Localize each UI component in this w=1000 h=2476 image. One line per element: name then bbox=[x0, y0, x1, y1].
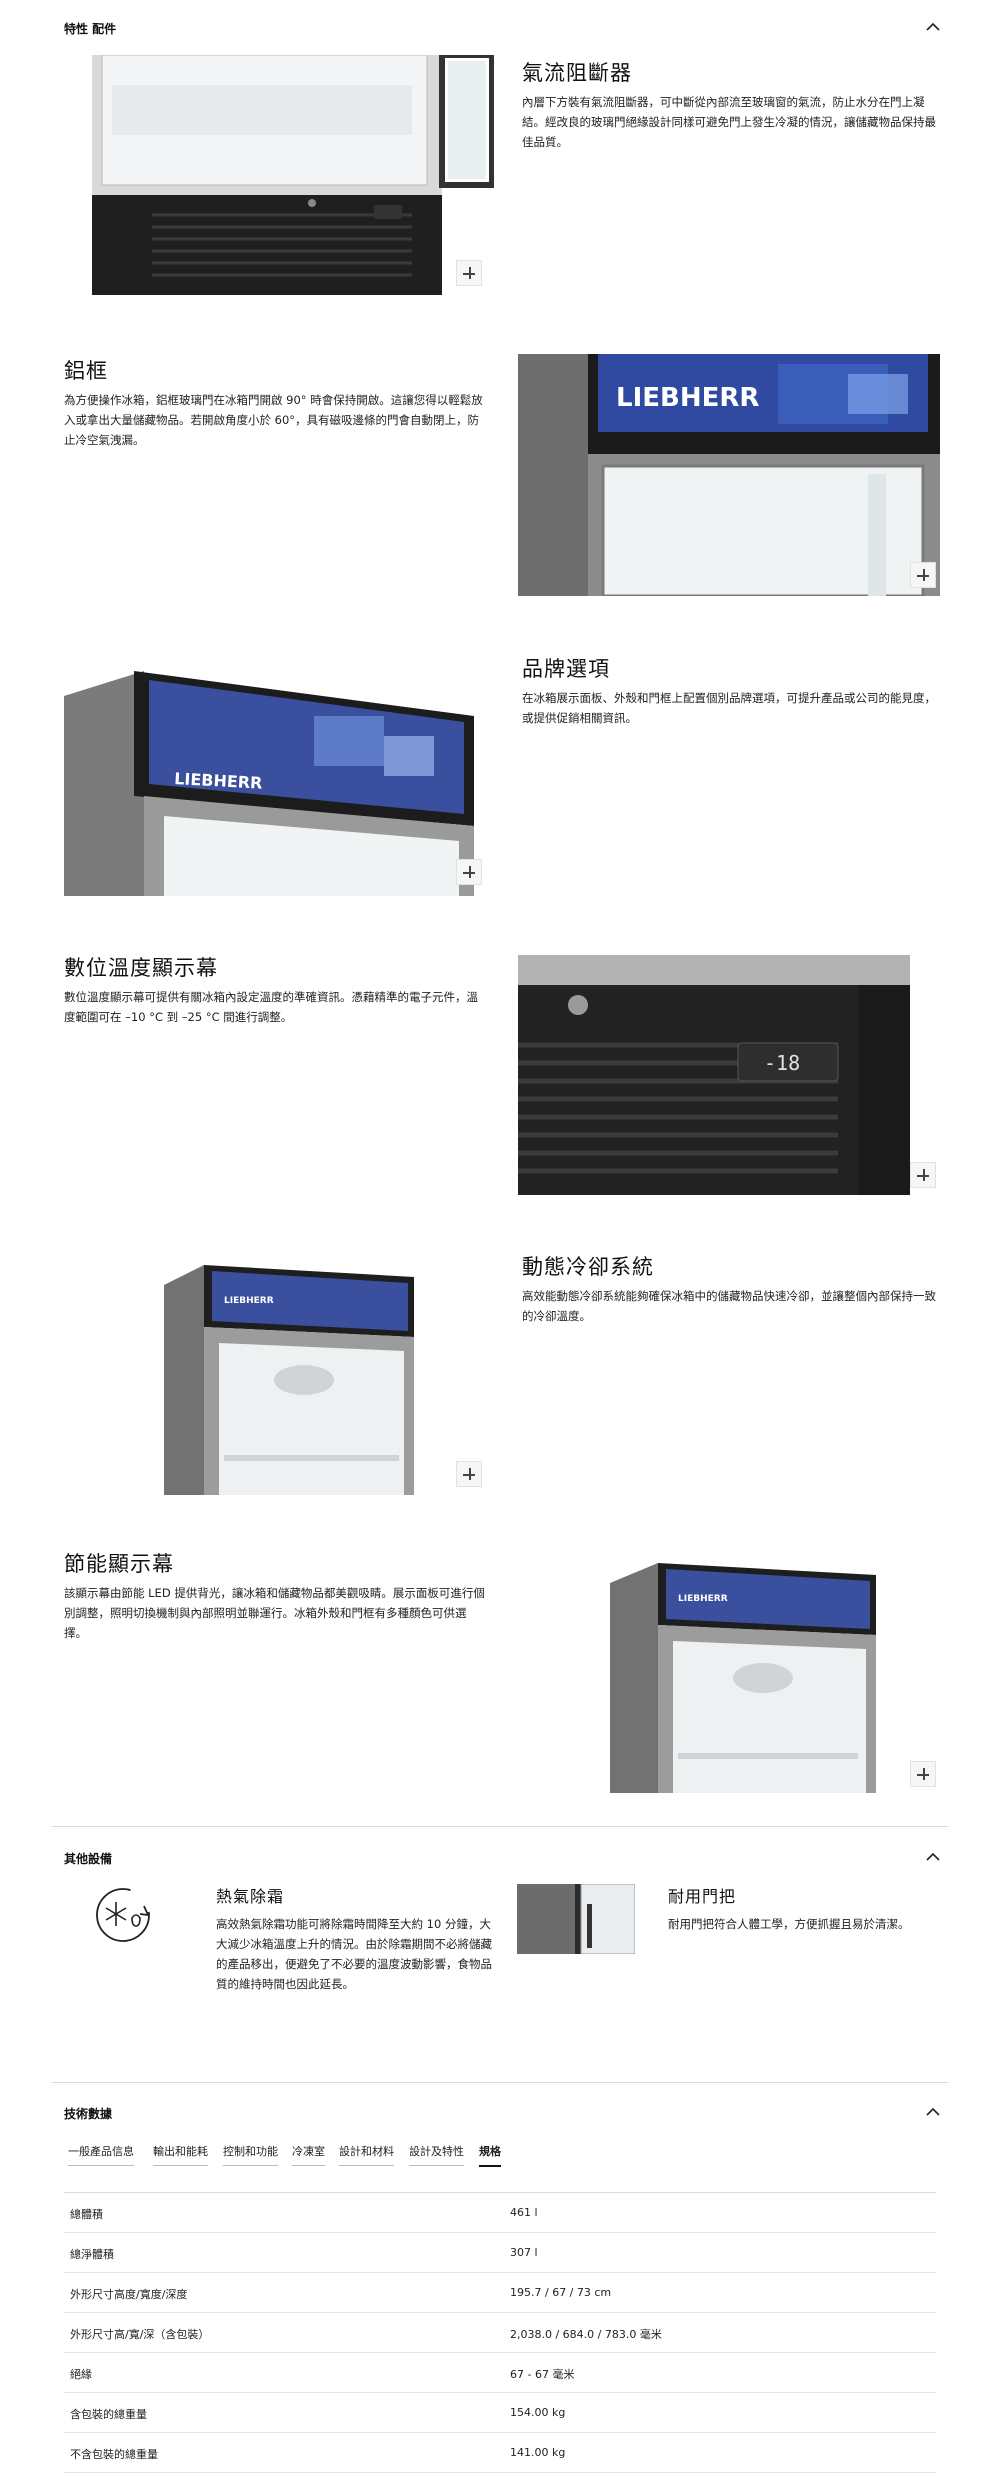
chevron-up-icon[interactable] bbox=[922, 2101, 944, 2123]
feature-title: 節能顯示幕 bbox=[64, 1552, 174, 1576]
expand-plus-icon[interactable] bbox=[910, 562, 936, 588]
equipment-description: 耐用門把符合人體工學，方便抓握且易於清潔。 bbox=[668, 1917, 910, 1931]
feature-description: 在冰箱展示面板、外殼和門框上配置個別品牌選項，可提升產品或公司的能見度，或提供促… bbox=[522, 691, 936, 725]
feature-image-cooling: LIEBHERR bbox=[64, 1255, 496, 1495]
brand-logo: LIEBHERR bbox=[678, 1594, 728, 1604]
tab-controls-functions[interactable]: 控制和功能 bbox=[223, 2143, 278, 2166]
spec-value: 307 l bbox=[510, 2246, 538, 2259]
feature-title: 氣流阻斷器 bbox=[522, 61, 632, 85]
tab-specifications[interactable]: 規格 bbox=[479, 2143, 501, 2167]
spec-label: 外形尺寸高度/寬度/深度 bbox=[70, 2288, 188, 2301]
equipment-title: 熱氣除霜 bbox=[216, 1887, 285, 1906]
tech-section-header[interactable]: 技術數據 bbox=[64, 2097, 940, 2127]
feature-description: 數位溫度顯示幕可提供有關冰箱內設定溫度的準確資訊。憑藉精準的電子元件，溫度範圍可… bbox=[64, 990, 478, 1024]
spec-value: 67 - 67 毫米 bbox=[510, 2368, 575, 2381]
table-top-divider bbox=[64, 2192, 936, 2193]
spec-label: 絕緣 bbox=[70, 2368, 92, 2381]
chevron-up-icon[interactable] bbox=[922, 16, 944, 38]
table-row: 絕緣 67 - 67 毫米 bbox=[64, 2353, 936, 2393]
temperature-readout: -18 bbox=[764, 1051, 800, 1075]
features-section-title: 特性 配件 bbox=[64, 22, 117, 36]
feature-description: 為方便操作冰箱，鋁框玻璃門在冰箱門開啟 90° 時會保持開啟。這讓您得以輕鬆放入… bbox=[64, 393, 483, 447]
table-row: 外形尺寸高/寬/深（含包裝） 2,038.0 / 684.0 / 783.0 毫… bbox=[64, 2313, 936, 2353]
table-row: 外形尺寸高度/寬度/深度 195.7 / 67 / 73 cm bbox=[64, 2273, 936, 2313]
brand-logo: LIEBHERR bbox=[616, 383, 759, 413]
tab-freezer[interactable]: 冷凍室 bbox=[292, 2143, 325, 2166]
section-divider bbox=[52, 2082, 948, 2083]
features-section-header[interactable]: 特性 配件 bbox=[64, 12, 940, 42]
spec-label: 總淨體積 bbox=[70, 2248, 114, 2261]
expand-plus-icon[interactable] bbox=[456, 859, 482, 885]
brand-logo: LIEBHERR bbox=[174, 769, 263, 793]
defrost-icon bbox=[96, 1888, 150, 1942]
table-row: 總體積 461 l bbox=[64, 2193, 936, 2233]
tab-design-features[interactable]: 設計及特性 bbox=[409, 2143, 464, 2166]
section-divider bbox=[52, 1826, 948, 1827]
feature-image-temp-display: -18 bbox=[518, 955, 940, 1195]
spec-label: 含包裝的總重量 bbox=[70, 2408, 147, 2421]
spec-label: 外形尺寸高/寬/深（含包裝） bbox=[70, 2328, 210, 2341]
feature-description: 內層下方裝有氣流阻斷器，可中斷從內部流至玻璃窗的氣流，防止水分在門上凝結。經改良… bbox=[522, 95, 936, 149]
expand-plus-icon[interactable] bbox=[910, 1162, 936, 1188]
spec-value: 195.7 / 67 / 73 cm bbox=[510, 2286, 612, 2299]
spec-label: 不含包裝的總重量 bbox=[70, 2448, 158, 2461]
expand-plus-icon[interactable] bbox=[456, 1461, 482, 1487]
tab-output-energy[interactable]: 輸出和能耗 bbox=[153, 2143, 208, 2166]
tab-general-info[interactable]: 一般產品信息 bbox=[68, 2143, 134, 2166]
feature-image-branding: LIEBHERR bbox=[64, 656, 496, 896]
spec-value: 461 l bbox=[510, 2206, 538, 2219]
tech-section-title: 技術數據 bbox=[64, 2107, 113, 2121]
feature-title: 數位溫度顯示幕 bbox=[64, 956, 218, 980]
equipment-image-handle bbox=[517, 1884, 635, 1954]
brand-logo: LIEBHERR bbox=[224, 1296, 274, 1306]
feature-image-energy-display: LIEBHERR bbox=[518, 1553, 940, 1793]
expand-plus-icon[interactable] bbox=[456, 260, 482, 286]
feature-title: 動態冷卻系統 bbox=[522, 1255, 654, 1279]
equipment-title: 耐用門把 bbox=[668, 1887, 737, 1906]
table-row: 不含包裝的總重量 141.00 kg bbox=[64, 2433, 936, 2473]
spec-label: 總體積 bbox=[70, 2208, 103, 2221]
feature-image-frame: LIEBHERR bbox=[518, 354, 940, 596]
tab-design-materials[interactable]: 設計和材料 bbox=[339, 2143, 394, 2166]
chevron-up-icon[interactable] bbox=[922, 1846, 944, 1868]
feature-title: 品牌選項 bbox=[522, 657, 610, 681]
feature-description: 該顯示幕由節能 LED 提供背光，讓冰箱和儲藏物品都美觀吸睛。展示面板可進行個別… bbox=[64, 1586, 485, 1640]
expand-plus-icon[interactable] bbox=[910, 1761, 936, 1787]
equipment-section-title: 其他設備 bbox=[64, 1852, 113, 1866]
table-row: 含包裝的總重量 154.00 kg bbox=[64, 2393, 936, 2433]
equipment-section-header[interactable]: 其他設備 bbox=[64, 1842, 940, 1872]
feature-description: 高效能動態冷卻系統能夠確保冰箱中的儲藏物品快速冷卻，並讓整個內部保持一致的冷卻溫… bbox=[522, 1289, 936, 1323]
equipment-description: 高效熱氣除霜功能可將除霜時間降至大約 10 分鐘，大大減少冰箱溫度上升的情況。由… bbox=[216, 1917, 492, 1991]
feature-title: 鋁框 bbox=[64, 359, 108, 383]
spec-value: 154.00 kg bbox=[510, 2406, 566, 2419]
table-row: 總淨體積 307 l bbox=[64, 2233, 936, 2273]
spec-value: 141.00 kg bbox=[510, 2446, 566, 2459]
spec-value: 2,038.0 / 684.0 / 783.0 毫米 bbox=[510, 2328, 662, 2341]
feature-image-airflow bbox=[92, 55, 494, 295]
